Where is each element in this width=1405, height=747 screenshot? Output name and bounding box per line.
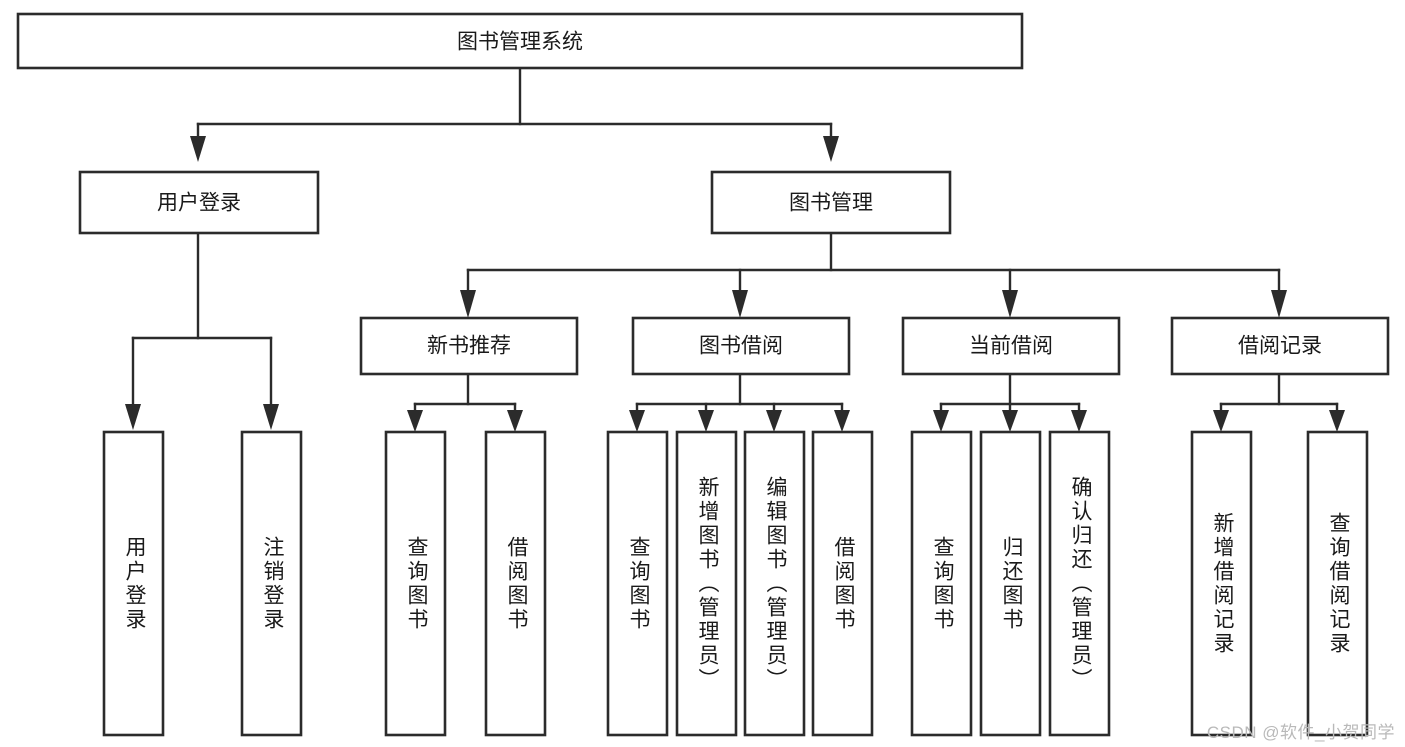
- node-label-current-borrow: 当前借阅: [969, 335, 1053, 358]
- arrow-to-leaf-add-book: [698, 410, 714, 432]
- node-box-leaf-borrow-book-2[interactable]: [811, 430, 874, 737]
- connector-group-user-login: [125, 231, 279, 430]
- arrow-to-borrow-record: [1271, 290, 1287, 318]
- arrow-to-leaf-query-book-1: [407, 410, 423, 432]
- arrow-to-leaf-return-book: [1002, 410, 1018, 432]
- arrow-to-new-book-rec: [460, 290, 476, 318]
- node-box-leaf-borrow-book-1[interactable]: [484, 430, 547, 737]
- connector-group-borrow-record: [1213, 372, 1345, 432]
- node-box-leaf-query-book-3[interactable]: [910, 430, 973, 737]
- node-box-leaf-user-login[interactable]: [102, 430, 165, 737]
- connector-group-root: [190, 66, 839, 162]
- connector-group-book-manage: [460, 231, 1287, 318]
- arrow-to-leaf-edit-book: [766, 410, 782, 432]
- node-box-leaf-query-book-1[interactable]: [384, 430, 447, 737]
- node-label-user-login: 用户登录: [157, 192, 241, 215]
- arrow-to-leaf-query-book-3: [933, 410, 949, 432]
- arrow-to-leaf-user-login: [125, 404, 141, 430]
- node-box-leaf-confirm-return[interactable]: [1048, 430, 1111, 737]
- arrow-to-leaf-confirm-return: [1071, 410, 1087, 432]
- node-box-current-borrow[interactable]: [901, 316, 1121, 376]
- arrow-to-book-borrow: [732, 290, 748, 318]
- arrow-to-leaf-query-record: [1329, 410, 1345, 432]
- node-box-leaf-add-record[interactable]: [1190, 430, 1253, 737]
- connector-group-current-borrow: [933, 372, 1087, 432]
- arrow-to-leaf-user-logout: [263, 404, 279, 430]
- node-label-book-borrow: 图书借阅: [699, 335, 783, 358]
- node-box-leaf-return-book[interactable]: [979, 430, 1042, 737]
- connector-group-new-book-rec: [407, 372, 523, 432]
- node-box-leaf-query-record[interactable]: [1306, 430, 1369, 737]
- node-box-leaf-query-book-2[interactable]: [606, 430, 669, 737]
- arrow-to-leaf-borrow-book-2: [834, 410, 850, 432]
- arrow-to-leaf-query-book-2: [629, 410, 645, 432]
- connector-group-book-borrow: [629, 372, 850, 432]
- arrow-root-to-user-login: [190, 136, 206, 162]
- node-label-book-manage: 图书管理: [789, 192, 873, 215]
- arrow-to-current-borrow: [1002, 290, 1018, 318]
- node-box-leaf-edit-book[interactable]: [743, 430, 806, 737]
- node-box-leaf-user-logout[interactable]: [240, 430, 303, 737]
- arrow-to-leaf-add-record: [1213, 410, 1229, 432]
- node-box-root[interactable]: [16, 12, 1024, 70]
- watermark-text: CSDN @软件_小贺同学: [1206, 723, 1395, 742]
- arrow-to-leaf-borrow-book-1: [507, 410, 523, 432]
- node-label-borrow-record: 借阅记录: [1238, 335, 1322, 358]
- node-box-book-borrow[interactable]: [631, 316, 851, 376]
- node-box-user-login[interactable]: [78, 170, 320, 235]
- node-label-new-book-rec: 新书推荐: [427, 335, 511, 358]
- node-box-book-manage[interactable]: [710, 170, 952, 235]
- node-label-root: 图书管理系统: [457, 31, 583, 54]
- node-box-borrow-record[interactable]: [1170, 316, 1390, 376]
- node-box-new-book-rec[interactable]: [359, 316, 579, 376]
- node-box-leaf-add-book[interactable]: [675, 430, 738, 737]
- arrow-root-to-book-manage: [823, 136, 839, 162]
